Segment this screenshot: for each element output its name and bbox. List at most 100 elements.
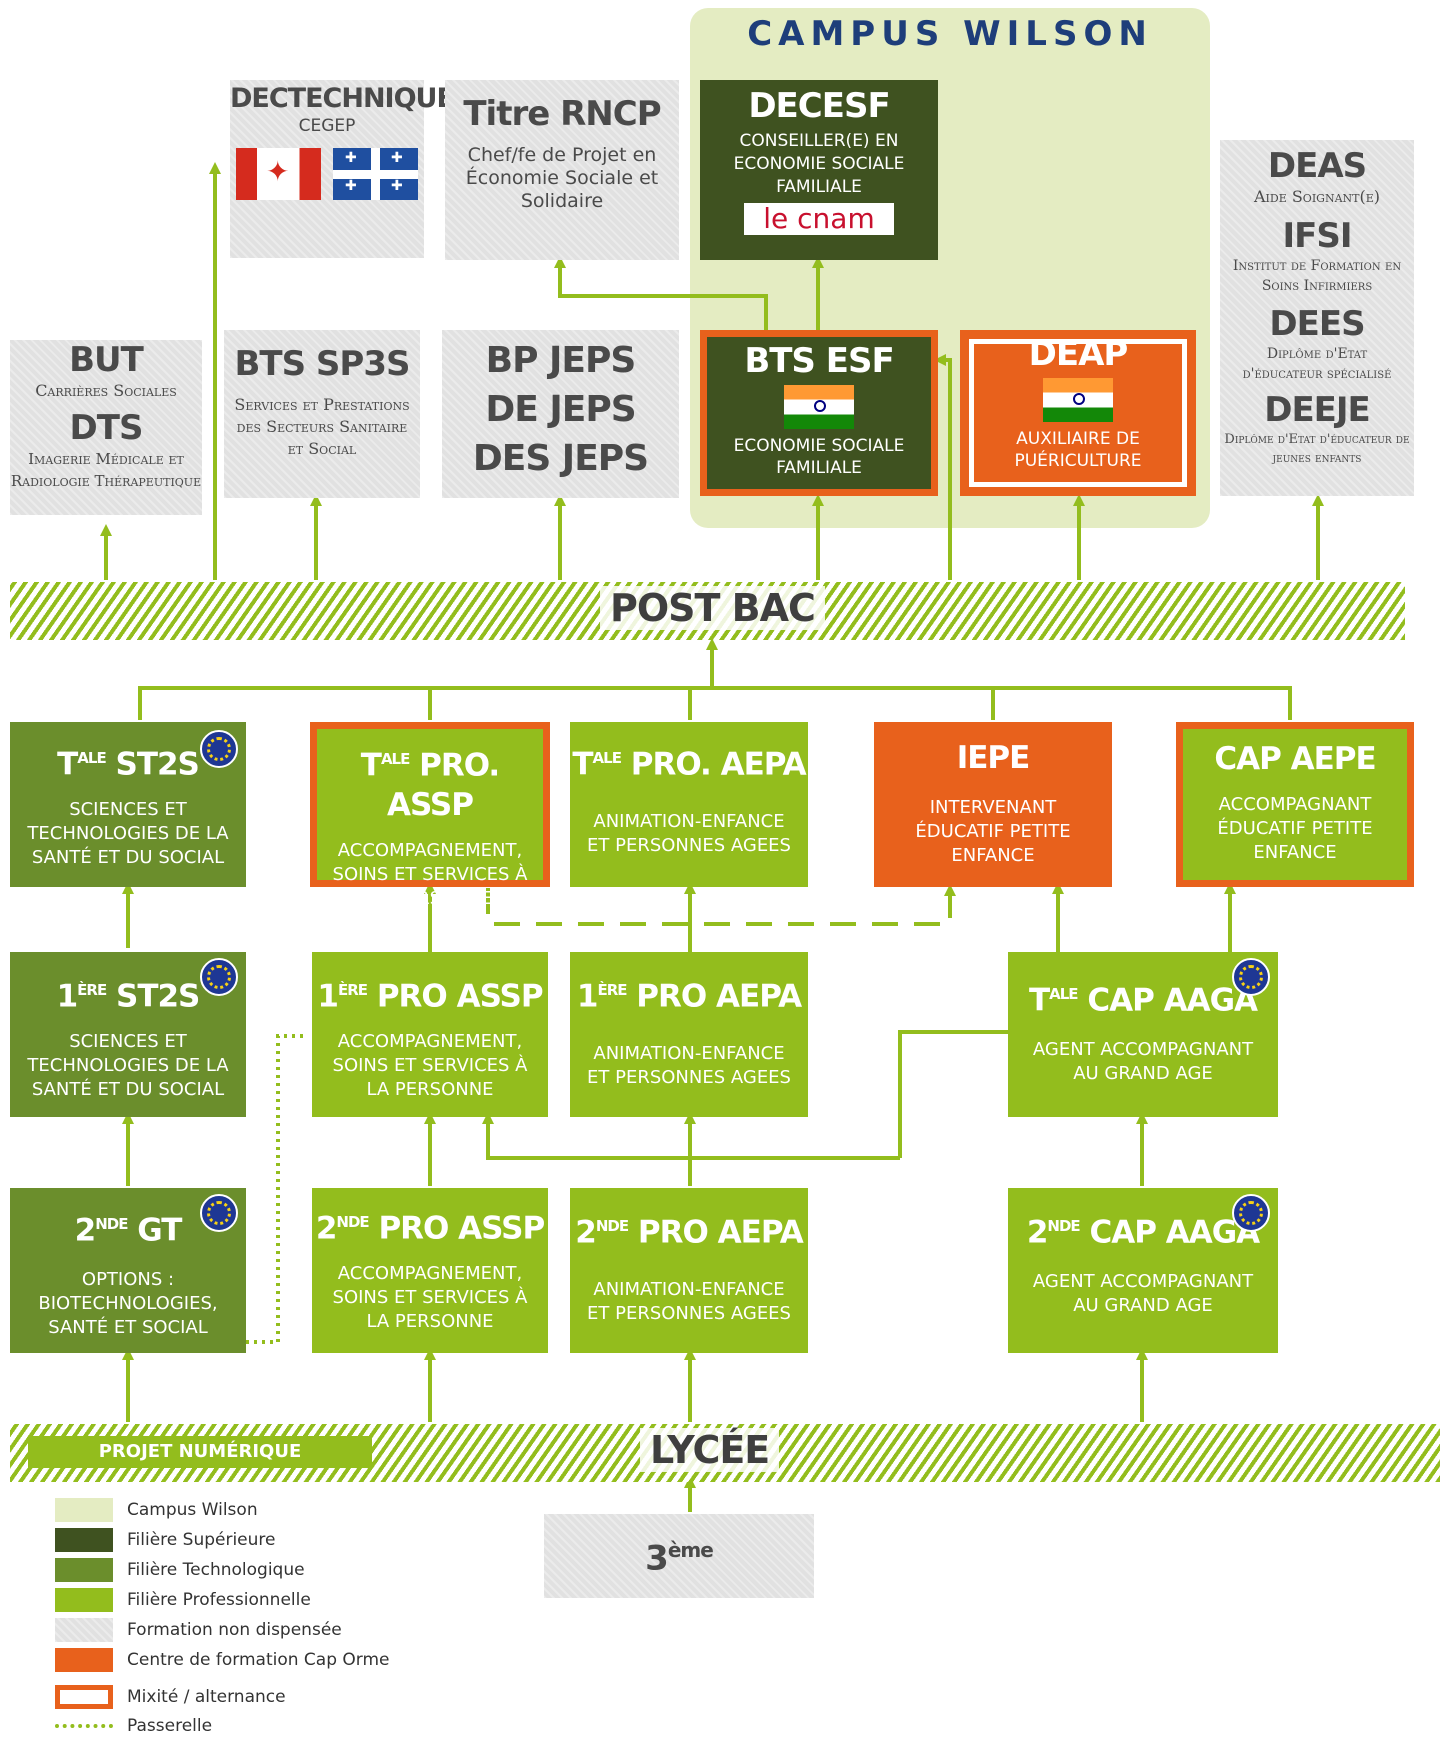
bts-esf-sub: ECONOMIE SOCIALE FAMILIALE <box>733 436 905 478</box>
ifsi-title: IFSI <box>1282 216 1352 256</box>
rncp-sub: Chef/fe de Projet en Économie Sociale et… <box>465 144 659 212</box>
bts-sp3s-sub: Services et Prestations des Secteurs San… <box>234 395 410 458</box>
rncp-box: Titre RNCP Chef/fe de Projet en Économie… <box>445 80 679 260</box>
but-sub: Carrières Sociales <box>35 381 177 400</box>
legend-swatch <box>55 1558 113 1582</box>
pre-st2s-box: 1ÈRE ST2S SCIENCES ET TECHNOLOGIES DE LA… <box>10 952 246 1117</box>
tale-st2s-sub: SCIENCES ET TECHNOLOGIES DE LA SANTÉ ET … <box>27 799 229 869</box>
legend-superieure: Filière Supérieure <box>55 1527 275 1553</box>
india-flag-icon <box>1043 378 1113 422</box>
bts-esf-box: BTS ESF ECONOMIE SOCIALE FAMILIALE <box>700 330 938 496</box>
deap-sub: AUXILIAIRE DE PUÉRICULTURE <box>1014 429 1142 471</box>
sec-assp-title: 2NDE PRO ASSP <box>315 1210 545 1247</box>
sec-assp-box: 2NDE PRO ASSP ACCOMPAGNEMENT, SOINS ET S… <box>312 1188 548 1353</box>
dees-sub: Diplôme d'Etat d'éducateur spécialisé <box>1242 346 1392 382</box>
tale-aepa-sub: ANIMATION-ENFANCE ET PERSONNES AGEES <box>587 811 791 857</box>
legend-swatch <box>55 1588 113 1612</box>
sec-gt-box: 2NDE GT OPTIONS : BIOTECHNOLOGIES, SANTÉ… <box>10 1188 246 1353</box>
legend-pro: Filière Professionnelle <box>55 1587 311 1613</box>
decesf-box: DECESF CONSEILLER(E) EN ECONOMIE SOCIALE… <box>700 80 938 260</box>
tale-st2s-title: TALE ST2S <box>57 746 200 783</box>
cap-aepe-sub: ACCOMPAGNANT ÉDUCATIF PETITE ENFANCE <box>1217 794 1373 863</box>
tale-aepa-box: TALE PRO. AEPA ANIMATION-ENFANCE ET PERS… <box>570 722 808 887</box>
bp-jeps: BP JEPS <box>485 340 637 381</box>
tale-aaga-box: TALE CAP AAGA AGENT ACCOMPAGNANT AU GRAN… <box>1008 952 1278 1117</box>
troisieme-box: 3ème <box>544 1514 814 1598</box>
sec-assp-sub: ACCOMPAGNEMENT, SOINS ET SERVICES À LA P… <box>332 1263 528 1333</box>
tale-assp-sub: ACCOMPAGNEMENT, SOINS ET SERVICES À LA P… <box>332 840 528 910</box>
iepe-sub: INTERVENANT ÉDUCATIF PETITE ENFANCE <box>915 797 1071 866</box>
pre-aepa-sub: ANIMATION-ENFANCE ET PERSONNES AGEES <box>587 1043 791 1089</box>
legend-non-dispensee: Formation non dispensée <box>55 1617 342 1643</box>
deas-title: DEAS <box>1267 146 1367 186</box>
but-title: BUT <box>69 340 144 380</box>
tale-aaga-sub: AGENT ACCOMPAGNANT AU GRAND AGE <box>1032 1039 1254 1085</box>
legend-cap-orme: Centre de formation Cap Orme <box>55 1647 390 1673</box>
sec-aaga-title: 2NDE CAP AAGA <box>1026 1214 1260 1251</box>
dees-title: DEES <box>1269 304 1365 344</box>
india-flag-icon <box>784 385 854 429</box>
pre-st2s-sub: SCIENCES ET TECHNOLOGIES DE LA SANTÉ ET … <box>27 1031 229 1101</box>
projet-numerique-label: PROJET NUMÉRIQUE <box>28 1436 372 1468</box>
pre-aepa-title: 1ÈRE PRO AEPA <box>576 978 802 1015</box>
dectechnique-box: DECTECHNIQUE CEGEP ✦ ✚ ✚ ✚ ✚ <box>230 80 455 258</box>
deas-sub: Aide Soignant(e) <box>1254 187 1380 206</box>
bts-sp3s-box: BTS SP3S Services et Prestations des Sec… <box>224 330 420 498</box>
des-jeps: DES JEPS <box>472 438 649 479</box>
pre-assp-box: 1ÈRE PRO ASSP ACCOMPAGNEMENT, SOINS ET S… <box>312 952 548 1117</box>
legend-campus: Campus Wilson <box>55 1497 258 1523</box>
tale-aepa-title: TALE PRO. AEPA <box>572 746 806 783</box>
cap-aepe-box: CAP AEPE ACCOMPAGNANT ÉDUCATIF PETITE EN… <box>1176 722 1414 887</box>
legend-swatch <box>55 1498 113 1522</box>
legend-swatch <box>55 1618 113 1642</box>
sec-gt-sub: OPTIONS : BIOTECHNOLOGIES, SANTÉ ET SOCI… <box>38 1269 218 1339</box>
legend-swatch <box>55 1528 113 1552</box>
tale-assp-box: TALE PRO. ASSP ACCOMPAGNEMENT, SOINS ET … <box>310 722 550 909</box>
flags: ✦ ✚ ✚ ✚ ✚ <box>230 148 424 200</box>
legend-mixite: Mixité / alternance <box>55 1684 286 1710</box>
pre-aepa-box: 1ÈRE PRO AEPA ANIMATION-ENFANCE ET PERSO… <box>570 952 808 1117</box>
bts-esf-title: BTS ESF <box>744 341 894 381</box>
tale-aaga-title: TALE CAP AAGA <box>1028 982 1258 1019</box>
campus-wilson-title: CAMPUS WILSON <box>747 14 1153 54</box>
deap-box: DEAP AUXILIAIRE DE PUÉRICULTURE <box>960 330 1196 496</box>
deeje-title: DEEJE <box>1264 390 1371 430</box>
sec-aepa-sub: ANIMATION-ENFANCE ET PERSONNES AGEES <box>587 1279 791 1325</box>
eu-flag-icon <box>1232 958 1270 996</box>
de-jeps: DE JEPS <box>485 389 636 430</box>
iepe-title: IEPE <box>956 740 1031 776</box>
iepe-box: IEPE INTERVENANT ÉDUCATIF PETITE ENFANCE <box>874 722 1112 887</box>
dectechnique-sub: CEGEP <box>298 116 356 136</box>
pre-assp-title: 1ÈRE PRO ASSP <box>317 978 543 1015</box>
cnam-logo: le cnam <box>744 203 894 235</box>
dts-sub: Imagerie Médicale et Radiologie Thérapeu… <box>10 450 202 490</box>
jeps-box: BP JEPS DE JEPS DES JEPS <box>442 330 679 498</box>
tale-assp-title: TALE PRO. ASSP <box>360 747 500 824</box>
pre-st2s-title: 1ÈRE ST2S <box>56 978 201 1015</box>
pre-assp-sub: ACCOMPAGNEMENT, SOINS ET SERVICES À LA P… <box>332 1031 528 1101</box>
deap-title: DEAP <box>1028 334 1129 374</box>
sec-aepa-box: 2NDE PRO AEPA ANIMATION-ENFANCE ET PERSO… <box>570 1188 808 1353</box>
eu-flag-icon <box>200 958 238 996</box>
but-box: BUT Carrières Sociales DTS Imagerie Médi… <box>10 340 202 515</box>
legend-swatch <box>55 1685 113 1709</box>
bts-sp3s-title: BTS SP3S <box>234 344 411 384</box>
sec-aepa-title: 2NDE PRO AEPA <box>575 1214 803 1251</box>
canada-flag-icon: ✦ <box>236 148 321 200</box>
sec-aaga-sub: AGENT ACCOMPAGNANT AU GRAND AGE <box>1032 1271 1254 1317</box>
eu-flag-icon <box>1232 1194 1270 1232</box>
post-bac-label: POST BAC <box>600 586 825 630</box>
eu-flag-icon <box>200 730 238 768</box>
dts-title: DTS <box>69 408 144 448</box>
dectechnique-title: DECTECHNIQUE <box>230 83 455 114</box>
ifsi-sub: Institut de Formation en Soins Infirmier… <box>1232 258 1402 294</box>
deas-box: DEAS Aide Soignant(e) IFSI Institut de F… <box>1220 140 1414 496</box>
decesf-sub: CONSEILLER(E) EN ECONOMIE SOCIALE FAMILI… <box>733 131 905 197</box>
cap-aepe-title: CAP AEPE <box>1214 741 1376 777</box>
legend-swatch <box>55 1648 113 1672</box>
lycee-label: LYCÉE <box>640 1428 780 1472</box>
rncp-title: Titre RNCP <box>463 94 661 134</box>
legend-passerelle: Passerelle <box>55 1713 212 1739</box>
quebec-flag-icon: ✚ ✚ ✚ ✚ <box>333 148 418 200</box>
